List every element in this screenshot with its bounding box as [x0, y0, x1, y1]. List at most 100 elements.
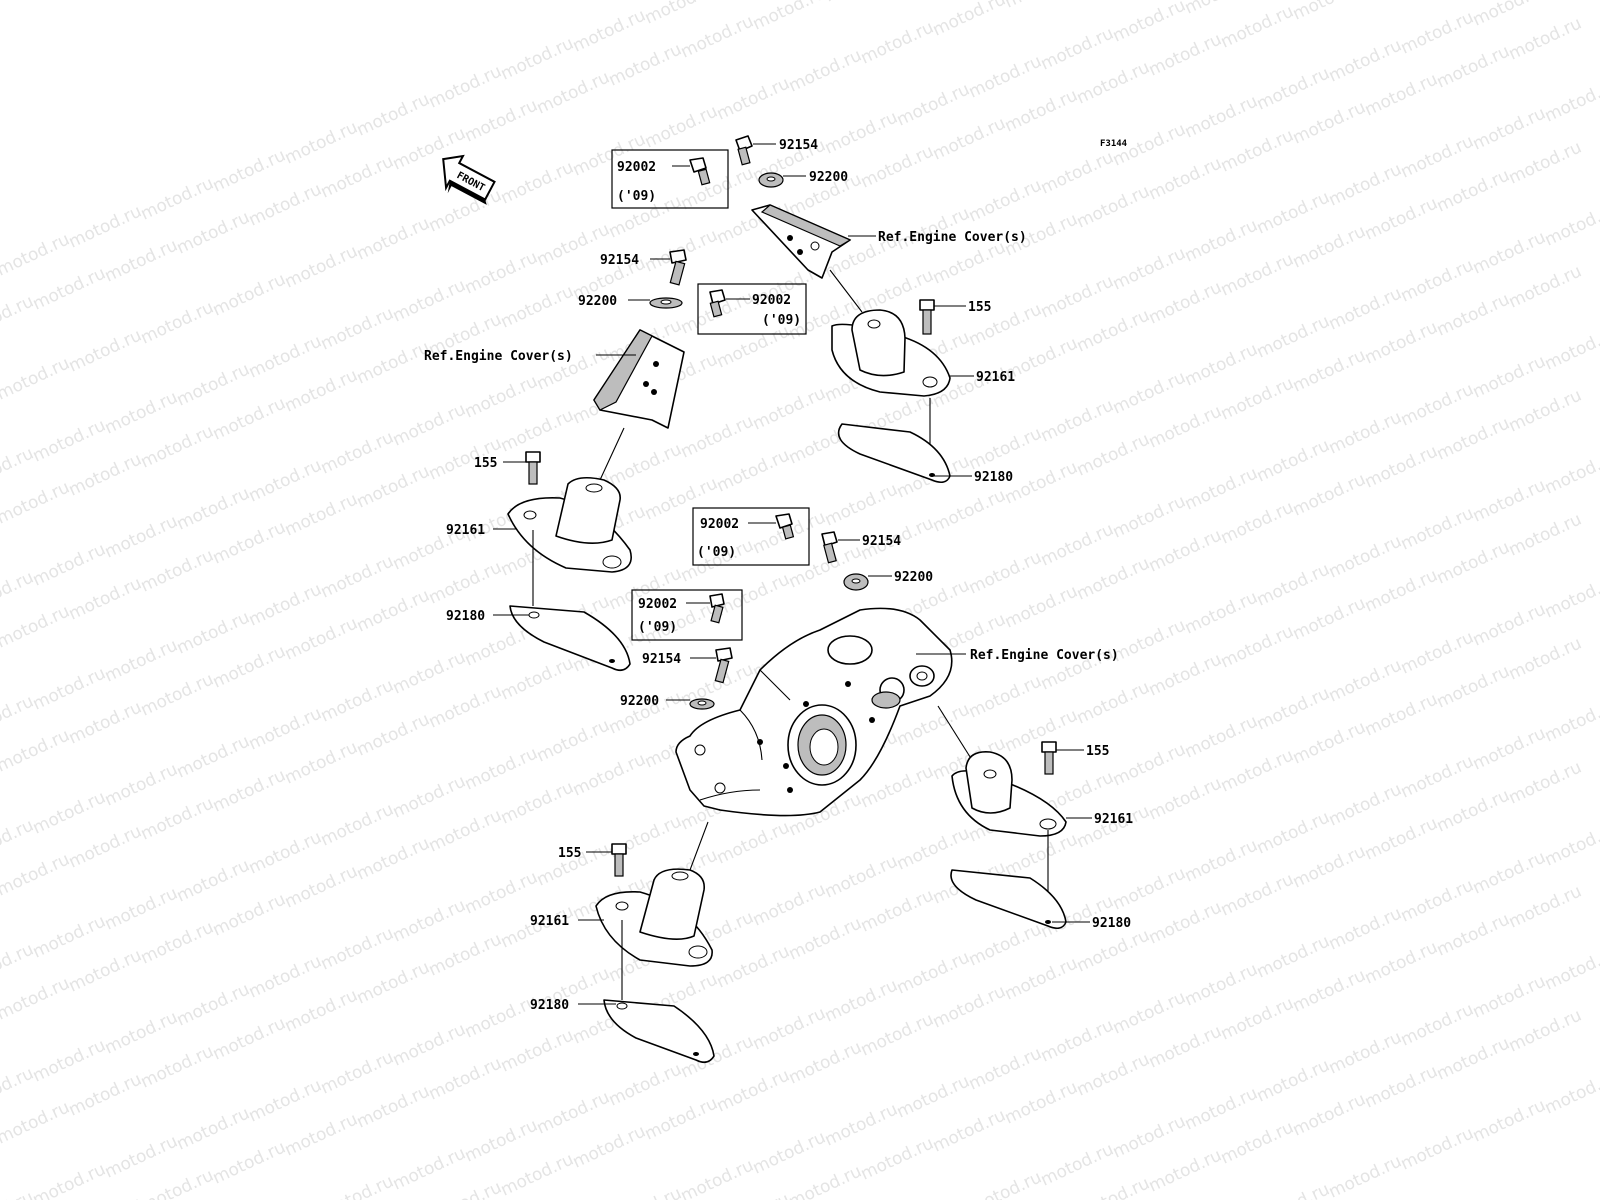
watermark-text: motod.ru: [966, 51, 1045, 102]
watermark-text: motod.ru: [390, 1019, 469, 1070]
watermark-text: motod.ru: [318, 1047, 397, 1098]
watermark-text: motod.ru: [318, 923, 397, 974]
watermark-text: motod.ru: [1254, 435, 1333, 486]
watermark-text: motod.ru: [678, 11, 757, 62]
watermark-text: motod.ru: [210, 1137, 289, 1188]
watermark-text: motod.ru: [0, 229, 73, 280]
watermark-text: motod.ru: [1110, 863, 1189, 914]
watermark-text: motod.ru: [1326, 1027, 1405, 1078]
bolt-155-right1: [919, 299, 935, 335]
watermark-text: motod.ru: [1542, 943, 1600, 994]
watermark-text: motod.ru: [30, 787, 109, 838]
watermark-text: motod.ru: [210, 145, 289, 196]
watermark-text: motod.ru: [570, 5, 649, 56]
watermark-text: motod.ru: [1218, 249, 1297, 300]
watermark-text: motod.ru: [1218, 993, 1297, 1044]
label-92180-bottom: 92180: [530, 998, 569, 1013]
watermark-text: motod.ru: [1038, 147, 1117, 198]
watermark-text: motod.ru: [354, 833, 433, 884]
watermark-text: motod.ru: [30, 539, 109, 590]
watermark-text: motod.ru: [1110, 243, 1189, 294]
watermark-text: motod.ru: [282, 861, 361, 912]
watermark-text: motod.ru: [66, 201, 145, 252]
watermark-text: motod.ru: [246, 455, 325, 506]
watermark-text: motod.ru: [1254, 559, 1333, 610]
watermark-text: motod.ru: [750, 0, 829, 35]
label-92161-bottom: 92161: [530, 914, 569, 929]
label-155-bottom: 155: [558, 846, 581, 861]
watermark-text: motod.ru: [390, 647, 469, 698]
watermark-text: motod.ru: [102, 883, 181, 934]
watermark-text: motod.ru: [66, 1069, 145, 1120]
watermark-text: motod.ru: [66, 573, 145, 624]
watermark-text: motod.ru: [1038, 1015, 1117, 1066]
watermark-text: motod.ru: [1002, 1077, 1081, 1128]
watermark-text: motod.ru: [1182, 463, 1261, 514]
watermark-text: motod.ru: [66, 1193, 145, 1200]
watermark-text: motod.ru: [714, 73, 793, 124]
watermark-text: motod.ru: [354, 213, 433, 264]
watermark-text: motod.ru: [786, 1037, 865, 1088]
watermark-text: motod.ru: [1470, 723, 1549, 774]
watermark-text: motod.ru: [1434, 537, 1513, 588]
label-92154-mid: 92154: [862, 534, 901, 549]
watermark-text: motod.ru: [498, 1025, 577, 1076]
callout-box-92002-mid: 92002 ('09): [697, 283, 807, 335]
engine-mount-right2: [951, 751, 1067, 837]
watermark-text: motod.ru: [1038, 23, 1117, 74]
watermark-text: motod.ru: [138, 1041, 217, 1092]
watermark-text: motod.ru: [1506, 881, 1585, 932]
svg-text:92002: 92002: [700, 517, 739, 532]
watermark-text: motod.ru: [318, 799, 397, 850]
svg-text:('09): ('09): [638, 620, 677, 635]
engine-mount-bottom: [595, 868, 713, 967]
watermark-text: motod.ru: [354, 585, 433, 636]
watermark-text: motod.ru: [1542, 447, 1600, 498]
watermark-text: motod.ru: [462, 743, 541, 794]
watermark-text: motod.ru: [1074, 181, 1153, 232]
watermark-text: motod.ru: [894, 79, 973, 130]
watermark-text: motod.ru: [0, 601, 73, 652]
watermark-text: motod.ru: [1146, 277, 1225, 328]
watermark-text: motod.ru: [1398, 503, 1477, 554]
watermark-text: motod.ru: [1254, 683, 1333, 734]
figure-code: F3144: [1100, 139, 1128, 149]
callout-box-92002-lower: 92002 ('09): [631, 589, 743, 641]
watermark-text: motod.ru: [1074, 429, 1153, 480]
watermark-text: motod.ru: [1038, 519, 1117, 570]
watermark-text: motod.ru: [930, 981, 1009, 1032]
watermark-text: motod.ru: [786, 45, 865, 96]
watermark-text: motod.ru: [930, 485, 1009, 536]
watermark-text: motod.ru: [1218, 1117, 1297, 1168]
watermark-text: motod.ru: [1218, 1, 1297, 52]
svg-text:92002: 92002: [752, 293, 791, 308]
watermark-text: motod.ru: [66, 697, 145, 748]
watermark-text: motod.ru: [1002, 581, 1081, 632]
watermark-text: motod.ru: [1398, 7, 1477, 58]
watermark-text: motod.ru: [1038, 395, 1117, 446]
watermark-text: motod.ru: [1002, 829, 1081, 880]
watermark-text: motod.ru: [1434, 289, 1513, 340]
watermark-text: motod.ru: [894, 823, 973, 874]
watermark-text: motod.ru: [822, 851, 901, 902]
watermark-text: motod.ru: [1146, 1145, 1225, 1196]
watermark-text: motod.ru: [1254, 1179, 1333, 1200]
watermark-text: motod.ru: [66, 325, 145, 376]
watermark-text: motod.ru: [714, 569, 793, 620]
watermark-text: motod.ru: [1110, 987, 1189, 1038]
watermark-text: motod.ru: [1146, 153, 1225, 204]
watermark-text: motod.ru: [426, 805, 505, 856]
watermark-text: motod.ru: [1326, 407, 1405, 458]
watermark-text: motod.ru: [822, 1099, 901, 1150]
label-92161-right2: 92161: [1094, 812, 1133, 827]
watermark-text: motod.ru: [1218, 125, 1297, 176]
watermark-text: motod.ru: [966, 547, 1045, 598]
watermark-text: motod.ru: [1470, 103, 1549, 154]
label-92161-left1: 92161: [446, 523, 485, 538]
label-92154-left1: 92154: [600, 253, 639, 268]
watermark-text: motod.ru: [822, 975, 901, 1026]
watermark-text: motod.ru: [210, 765, 289, 816]
watermark-text: motod.ru: [1074, 1049, 1153, 1100]
label-92200-top: 92200: [809, 170, 848, 185]
watermark-text: motod.ru: [1002, 0, 1081, 13]
